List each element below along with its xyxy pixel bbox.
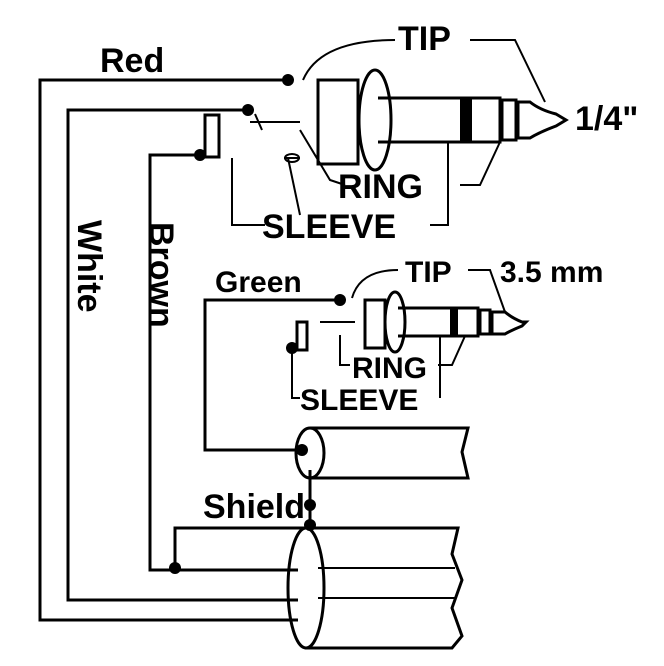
label-shield: Shield	[203, 488, 305, 526]
upper-shield-junction	[296, 444, 308, 456]
label-red: Red	[100, 42, 164, 80]
label-ring-small: RING	[352, 352, 427, 385]
large-jack	[203, 68, 569, 172]
green-wire	[203, 298, 340, 452]
shield-junction-bottom	[304, 519, 316, 531]
lower-cable	[286, 526, 464, 650]
small-sleeve-junction	[286, 342, 298, 354]
label-tip-large: TIP	[398, 20, 451, 58]
label-sleeve-large: SLEEVE	[262, 208, 396, 246]
label-size-small: 3.5 mm	[500, 256, 603, 289]
white-junction	[242, 104, 254, 116]
label-green: Green	[215, 266, 302, 299]
brown-wire	[148, 153, 298, 572]
small-jack	[295, 290, 530, 354]
brown-junction	[194, 149, 206, 161]
label-white: White	[70, 220, 108, 313]
brown-end-junction	[169, 562, 181, 574]
upper-cable	[294, 426, 470, 480]
green-junction	[334, 294, 346, 306]
label-tip-small: TIP	[405, 256, 452, 289]
label-sleeve-small: SLEEVE	[300, 384, 418, 417]
label-ring-large: RING	[338, 168, 423, 206]
label-size-large: 1/4"	[575, 100, 638, 138]
label-brown: Brown	[142, 222, 180, 328]
red-junction	[282, 74, 294, 86]
red-wire	[38, 78, 298, 622]
shield-junction-top	[304, 499, 316, 511]
white-wire	[66, 108, 298, 602]
